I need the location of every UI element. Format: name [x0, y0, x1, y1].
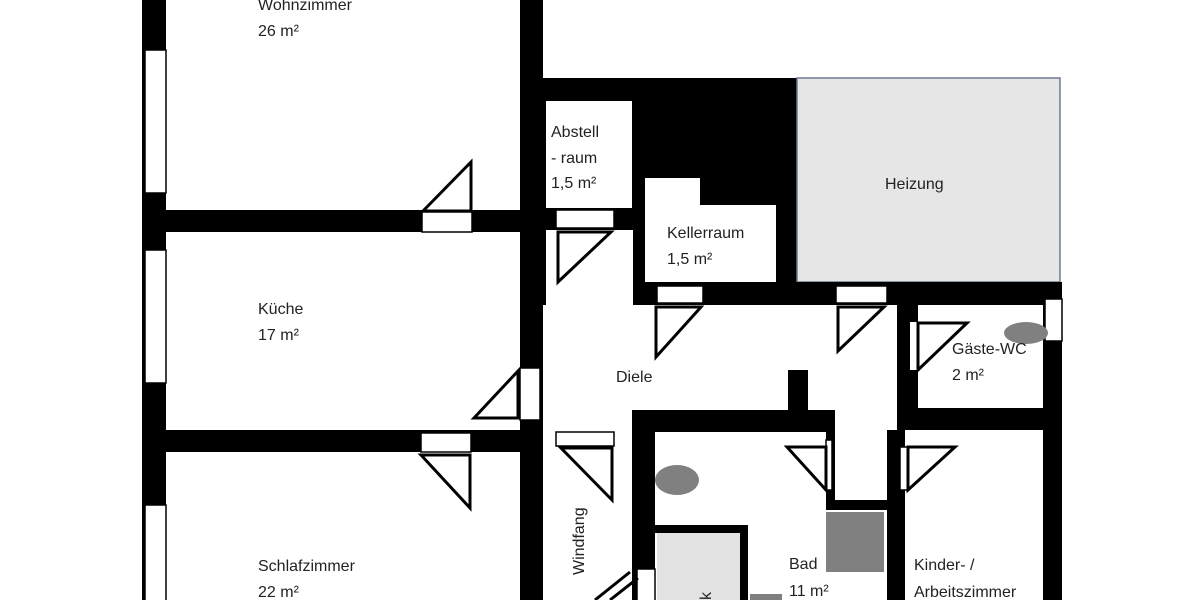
door-swing	[556, 230, 615, 286]
area-kellerraum: 1,5 m²	[667, 251, 713, 268]
wall-wohnzimmer-kueche	[166, 158, 520, 233]
door-swing	[654, 305, 705, 361]
door-swing	[916, 321, 971, 374]
central-wall	[470, 0, 543, 600]
shower-icon	[826, 512, 884, 572]
door-swing	[419, 158, 473, 213]
label-heizung: Heizung	[885, 176, 944, 193]
door-opening	[421, 211, 473, 233]
label-abstellraum-1: Abstell	[551, 124, 599, 141]
room-partial	[657, 533, 740, 600]
area-abstellraum: 1,5 m²	[551, 175, 597, 192]
door-opening	[555, 209, 615, 229]
label-schlafzimmer: Schlafzimmer	[258, 558, 356, 575]
label-abstellraum-2: - raum	[551, 150, 597, 167]
toilet-icon	[1004, 322, 1048, 344]
door-opening	[636, 568, 656, 600]
sink-icon	[655, 465, 699, 495]
window	[144, 249, 167, 384]
wall-kueche-schlafzimmer	[166, 430, 520, 512]
door-swing	[906, 445, 959, 494]
window	[1044, 298, 1063, 342]
area-bad: 11 m²	[789, 583, 829, 600]
door-opening	[656, 285, 704, 304]
window	[144, 504, 167, 600]
door-swing	[417, 453, 472, 512]
door-swing	[836, 305, 888, 355]
door-swing	[470, 367, 520, 420]
window	[144, 49, 167, 194]
room-abstellraum	[546, 101, 632, 208]
door-swing	[783, 445, 828, 494]
label-windfang: Windfang	[571, 507, 588, 575]
label-partial-room: k	[698, 591, 715, 600]
door-swing	[557, 446, 614, 504]
area-gaeste-wc: 2 m²	[952, 367, 985, 384]
area-wohnzimmer: 26 m²	[258, 23, 300, 40]
label-diele: Diele	[616, 369, 653, 386]
door-opening	[555, 431, 615, 447]
area-schlafzimmer: 22 m²	[258, 584, 300, 600]
label-kellerraum: Kellerraum	[667, 225, 744, 242]
area-kueche: 17 m²	[258, 327, 300, 344]
label-kinderzimmer-1: Kinder- /	[914, 557, 975, 574]
door-opening	[420, 432, 472, 453]
door-opening	[835, 285, 888, 304]
label-wohnzimmer: Wohnzimmer	[258, 0, 353, 14]
outer-wall-left	[142, 0, 167, 600]
room-kellerraum	[645, 178, 776, 282]
label-gaeste-wc: Gäste-WC	[952, 341, 1027, 358]
door-opening	[519, 367, 541, 421]
label-bad: Bad	[789, 556, 817, 573]
label-kueche: Küche	[258, 301, 303, 318]
label-kinderzimmer-2: Arbeitszimmer	[914, 584, 1017, 600]
